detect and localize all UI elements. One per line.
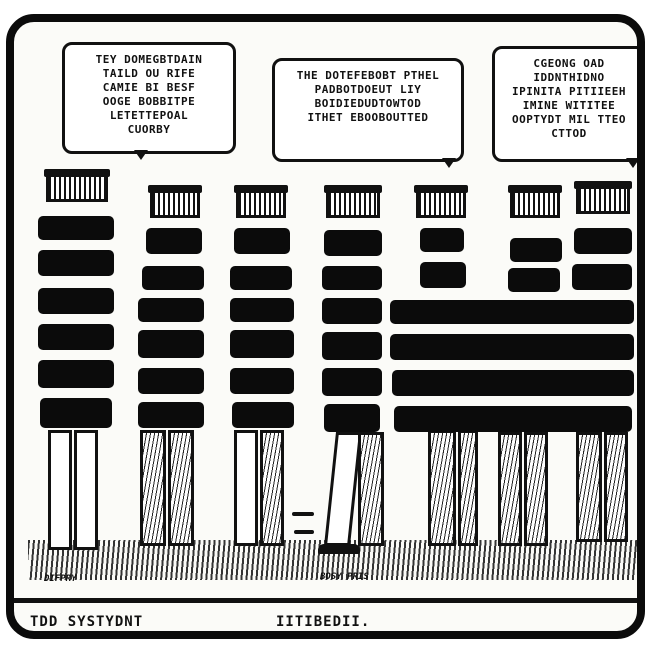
caption-right: IITIBEDII. xyxy=(276,614,371,630)
speech-bubble-left-tail xyxy=(134,150,148,160)
figure-3-stripe xyxy=(230,368,294,394)
figure-3-stripe xyxy=(230,330,294,358)
figure-7-leg-left xyxy=(576,432,602,542)
figure-4-stripe xyxy=(322,266,382,290)
figure-2-stripe xyxy=(138,402,204,428)
speech-bubble-right-tail xyxy=(626,158,637,168)
figure-1-stripe xyxy=(40,398,112,428)
figure-4-stripe xyxy=(322,332,382,360)
speech-bubble-center: THE DOTEFEBOBT PTHEL PADBOTDOEUT LIY BOI… xyxy=(272,58,464,162)
figure-6-hat xyxy=(508,185,562,218)
figure-2-stripe xyxy=(142,266,204,290)
figure-1-stripe xyxy=(38,324,114,350)
figure-6-leg-left xyxy=(498,432,522,546)
figure-2-stripe xyxy=(138,368,204,394)
figure-3-stripe xyxy=(232,402,294,428)
figure-7-hat xyxy=(574,181,632,214)
figure-6-leg-right xyxy=(524,432,548,546)
figure-1-leg-left xyxy=(48,430,72,550)
figure-1-stripe xyxy=(38,216,114,240)
comic-panel: TEY DOMEGBTDAIN TAILD OU RIFE CAMIE BI B… xyxy=(6,14,645,639)
figure-7-stripe xyxy=(574,228,632,254)
figure-2-leg-right xyxy=(168,430,194,546)
figure-4-stripe xyxy=(322,368,382,396)
figure-4-stripe xyxy=(324,404,380,432)
figure-2-leg-left xyxy=(140,430,166,546)
figure-6-stripe xyxy=(510,238,562,262)
figure-2-stripe xyxy=(146,228,202,254)
figure-1-leg-right xyxy=(74,430,98,550)
figure-4-leg-right xyxy=(358,432,384,546)
figure-5-stripe xyxy=(420,228,464,252)
merged-stripe xyxy=(390,300,634,324)
caption-divider xyxy=(14,598,637,603)
figure-4-shoe xyxy=(318,544,360,554)
figure-7-stripe xyxy=(572,264,632,290)
figure-3-stripe xyxy=(230,298,294,322)
caption-left: TDD SYSTYDNT xyxy=(30,614,144,630)
figure-1-stripe xyxy=(38,250,114,276)
figure-4-leg-left xyxy=(324,432,362,546)
figure-2-hat xyxy=(148,185,202,218)
figure-5-stripe xyxy=(420,262,466,288)
speech-bubble-left: TEY DOMEGBTDAIN TAILD OU RIFE CAMIE BI B… xyxy=(62,42,236,154)
figure-2-stripe xyxy=(138,330,204,358)
motion-dash xyxy=(292,512,314,516)
figure-5-leg-right xyxy=(458,430,478,546)
figure-5-hat xyxy=(414,185,468,218)
figure-1-hat xyxy=(44,169,110,202)
figure-3-hat xyxy=(234,185,288,218)
figure-2-stripe xyxy=(138,298,204,322)
figure-3-stripe xyxy=(234,228,290,254)
figure-1-stripe xyxy=(38,288,114,314)
figure-4-stripe xyxy=(324,230,382,256)
ground-note-left: DIFPRY xyxy=(44,574,77,584)
figure-1-stripe xyxy=(38,360,114,388)
figure-4-stripe xyxy=(322,298,382,324)
merged-stripe xyxy=(390,334,634,360)
figure-3-stripe xyxy=(230,266,292,290)
merged-stripe xyxy=(392,370,634,396)
merged-stripe xyxy=(394,406,632,432)
figure-7-leg-right xyxy=(604,432,628,542)
figure-6-stripe xyxy=(508,268,560,292)
ground-note-mid: BOSY PRIS xyxy=(320,572,369,582)
speech-bubble-right: CGEONG OAD IDDNTHIDNO IPINITA PITIIEEH I… xyxy=(492,46,637,162)
figure-3-leg-right xyxy=(260,430,284,546)
motion-dash xyxy=(294,530,314,534)
figure-5-leg-left xyxy=(428,430,456,546)
figure-4-hat xyxy=(324,185,382,218)
speech-bubble-center-tail xyxy=(442,158,456,168)
figure-3-leg-left xyxy=(234,430,258,546)
